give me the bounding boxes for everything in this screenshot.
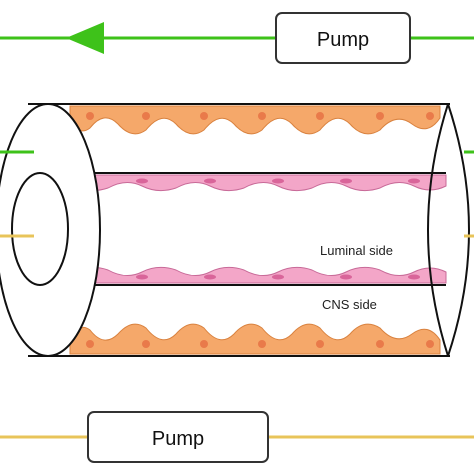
endothelial-nucleus bbox=[136, 178, 148, 184]
astrocyte-nucleus bbox=[200, 112, 208, 120]
endothelial-nucleus bbox=[136, 274, 148, 280]
astrocyte-nucleus bbox=[376, 112, 384, 120]
astrocyte-nucleus bbox=[316, 112, 324, 120]
astrocyte-nucleus bbox=[142, 340, 150, 348]
astrocyte-layer-top bbox=[69, 105, 441, 135]
cartridge-right-end bbox=[427, 103, 470, 357]
cns-side-label: CNS side bbox=[322, 297, 377, 312]
pump-top: Pump bbox=[275, 12, 411, 64]
astrocyte-nucleus bbox=[200, 340, 208, 348]
astrocyte-nucleus bbox=[142, 112, 150, 120]
astrocyte-nucleus bbox=[258, 112, 266, 120]
endothelial-nucleus bbox=[204, 178, 216, 184]
endothelial-nucleus bbox=[340, 274, 352, 280]
astrocyte-nucleus bbox=[376, 340, 384, 348]
endothelial-nucleus bbox=[340, 178, 352, 184]
astrocyte-nucleus bbox=[426, 340, 434, 348]
astrocyte-nucleus bbox=[86, 340, 94, 348]
endothelial-nucleus bbox=[204, 274, 216, 280]
astrocyte-nuclei bbox=[86, 112, 434, 348]
flow-direction-arrow-icon bbox=[66, 22, 104, 54]
endothelial-nucleus bbox=[272, 274, 284, 280]
pump-top-label: Pump bbox=[317, 29, 369, 51]
pump-bottom: Pump bbox=[87, 411, 269, 463]
astrocyte-nucleus bbox=[316, 340, 324, 348]
astrocyte-layer-bottom bbox=[69, 323, 441, 355]
luminal-side-label: Luminal side bbox=[320, 243, 393, 258]
cartridge-left-end bbox=[0, 103, 101, 357]
pump-bottom-label: Pump bbox=[152, 428, 204, 450]
astrocyte-nucleus bbox=[426, 112, 434, 120]
cartridge-body bbox=[0, 103, 450, 357]
astrocyte-nucleus bbox=[86, 112, 94, 120]
endothelial-nucleus bbox=[408, 178, 420, 184]
endothelial-nucleus bbox=[408, 274, 420, 280]
endothelial-nucleus bbox=[272, 178, 284, 184]
astrocyte-nucleus bbox=[258, 340, 266, 348]
hollow-fiber bbox=[40, 172, 446, 286]
port-stubs bbox=[0, 150, 474, 238]
